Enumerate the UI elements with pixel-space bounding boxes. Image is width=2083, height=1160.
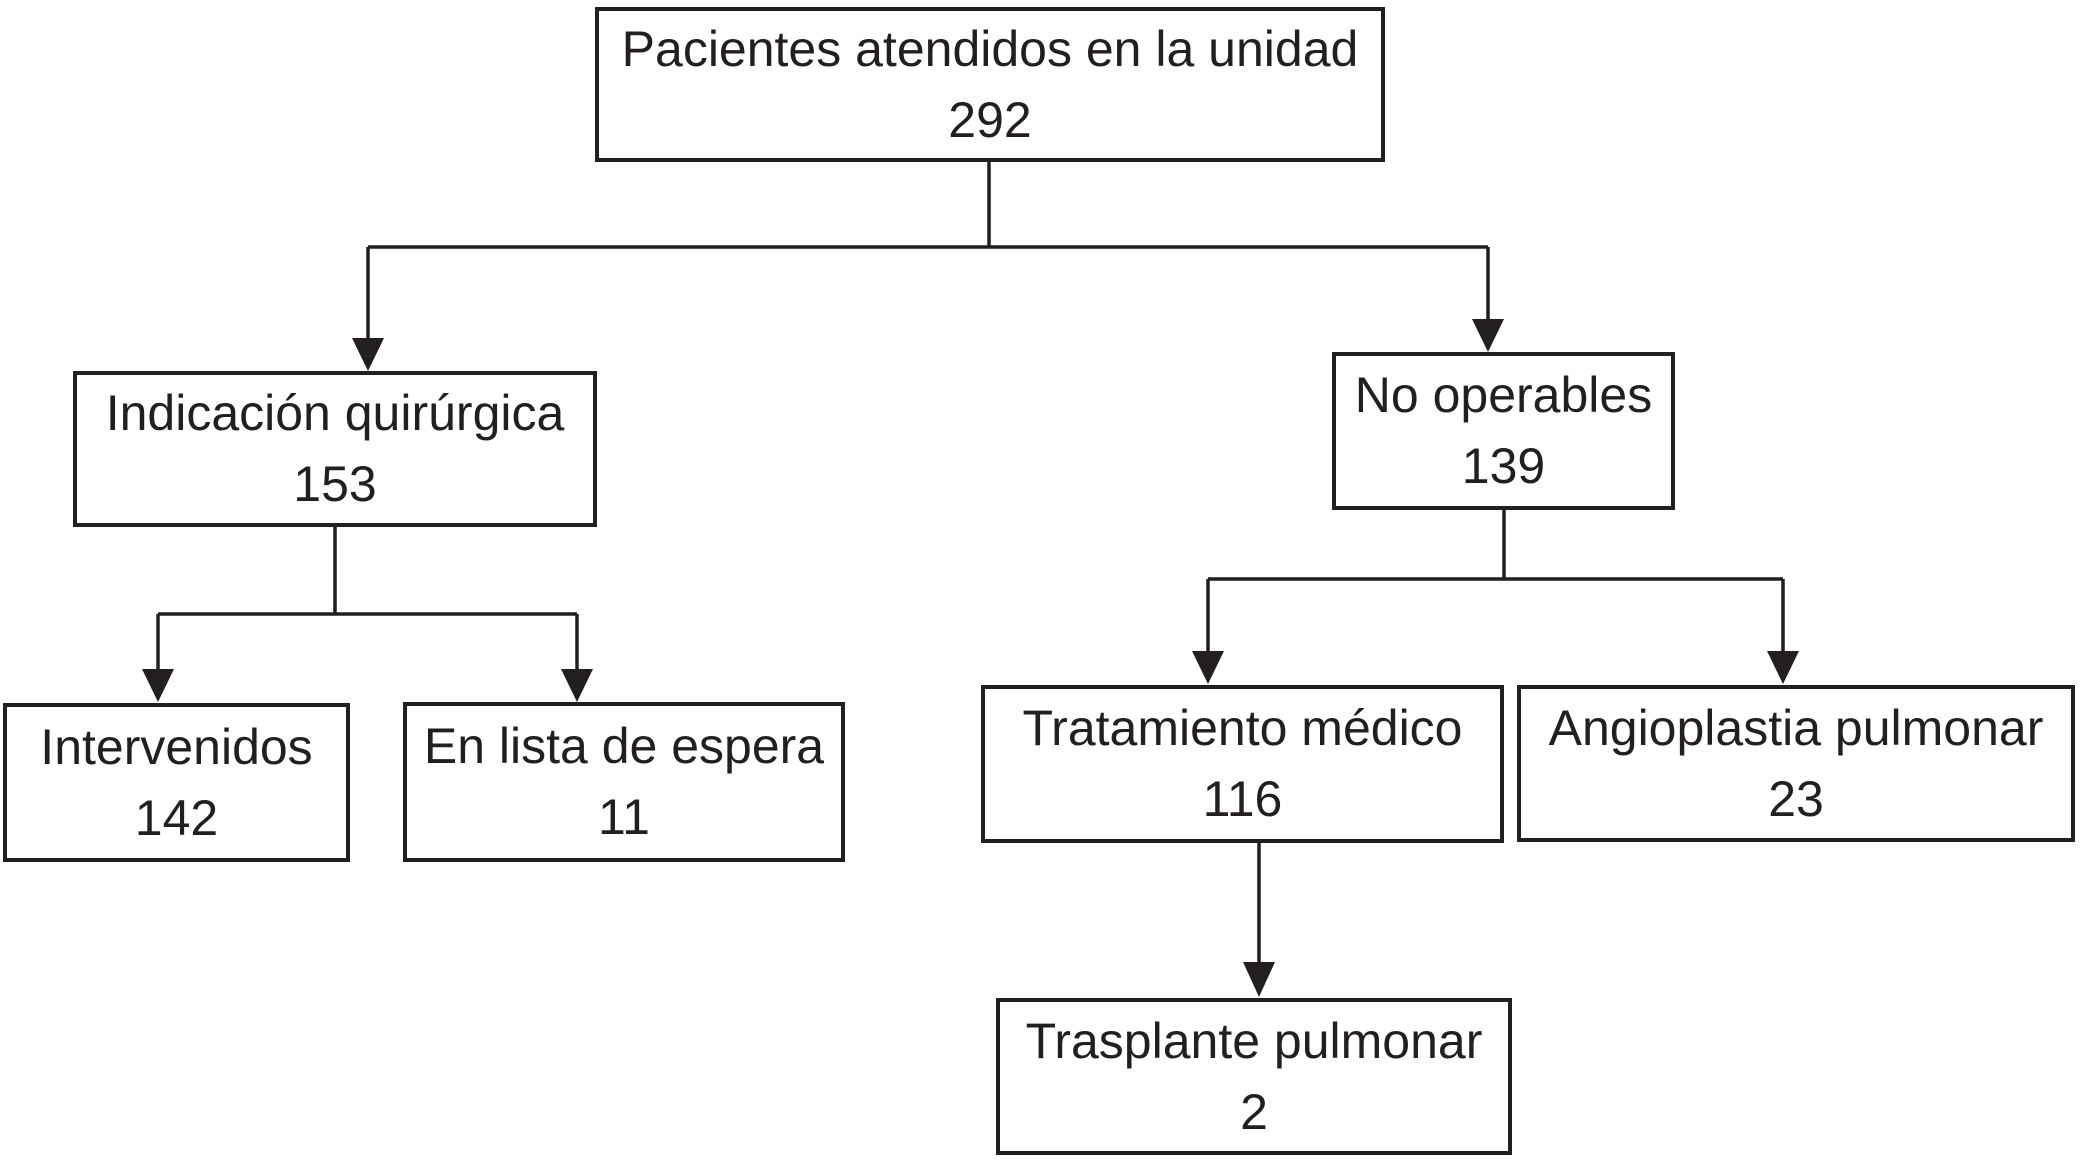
node-tratamiento-medico: Tratamiento médico 116 xyxy=(981,685,1504,843)
node-value: 153 xyxy=(293,456,377,512)
node-label: Indicación quirúrgica xyxy=(105,385,565,441)
node-value: 292 xyxy=(948,91,1032,148)
node-label: Pacientes atendidos en la unidad xyxy=(621,20,1359,77)
node-value: 142 xyxy=(134,789,219,846)
node-intervenidos: Intervenidos 142 xyxy=(3,703,350,862)
arrow-down-inoperable xyxy=(1472,319,1504,352)
node-label: No operables xyxy=(1354,367,1653,423)
node-label: Intervenidos xyxy=(40,718,313,775)
arrow-down-angioplasty xyxy=(1767,651,1799,684)
node-value: 139 xyxy=(1461,438,1546,494)
node-label: En lista de espera xyxy=(423,718,825,774)
node-value: 116 xyxy=(1202,771,1283,827)
node-value: 2 xyxy=(1240,1083,1268,1140)
arrow-down-surgical xyxy=(352,338,384,371)
node-label: Angioplastia pulmonar xyxy=(1548,699,2044,756)
node-en-lista-de-espera: En lista de espera 11 xyxy=(403,702,845,862)
node-no-operables: No operables 139 xyxy=(1332,352,1675,510)
node-value: 11 xyxy=(598,789,650,845)
node-trasplante-pulmonar: Trasplante pulmonar 2 xyxy=(996,998,1512,1155)
node-indicacion-quirurgica: Indicación quirúrgica 153 xyxy=(73,371,597,527)
node-label: Trasplante pulmonar xyxy=(1025,1012,1483,1069)
arrow-down-operated xyxy=(142,669,174,702)
arrow-down-waiting xyxy=(561,669,593,702)
arrow-down-medical xyxy=(1192,651,1224,684)
arrow-down-transplant xyxy=(1243,962,1275,997)
node-label: Tratamiento médico xyxy=(1022,700,1463,756)
node-value: 23 xyxy=(1768,770,1824,827)
node-angioplastia-pulmonar: Angioplastia pulmonar 23 xyxy=(1517,685,2075,842)
node-pacientes-atendidos: Pacientes atendidos en la unidad 292 xyxy=(595,7,1385,162)
